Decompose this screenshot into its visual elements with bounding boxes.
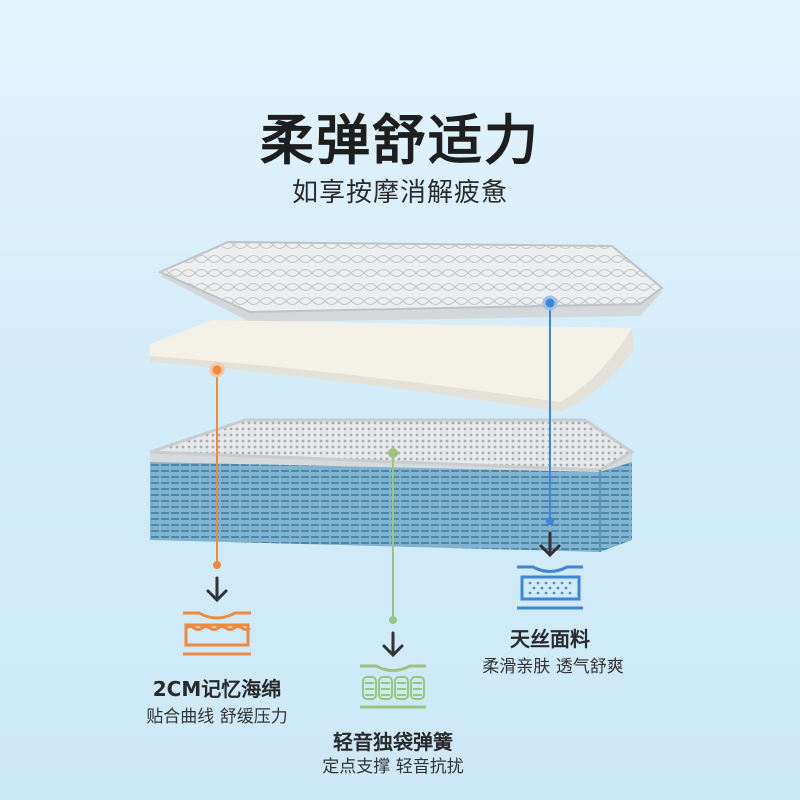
page-title: 柔弹舒适力 [260,109,540,172]
memory-foam-layer [150,320,634,412]
feature-title-pocket-spring: 轻音独袋弹簧 [333,730,453,754]
down-arrow-icon [382,631,404,658]
down-arrow-icon [539,531,561,558]
feature-desc-memory-foam: 贴合曲线 舒缓压力 [146,707,288,727]
memory-foam-icon [183,611,251,656]
down-arrow-icon [206,576,228,603]
feature-title-tencel-fabric: 天丝面料 [510,627,590,651]
tencel-fabric-icon [517,565,583,610]
pocket-spring-pointer [388,448,398,624]
memory-foam-pointer [209,362,225,569]
feature-title-memory-foam: 2CM记忆海绵 [152,677,282,701]
pocket-spring-layer [149,418,635,552]
feature-desc-pocket-spring: 定点支撑 轻音抗扰 [322,757,464,777]
tencel-fabric-pointer [542,295,558,525]
quilted-top-layer [157,240,664,322]
page-subtitle: 如享按摩消解疲惫 [291,178,509,208]
feature-desc-tencel-fabric: 柔滑亲肤 透气舒爽 [482,657,624,677]
pocket-spring-icon [360,664,426,709]
